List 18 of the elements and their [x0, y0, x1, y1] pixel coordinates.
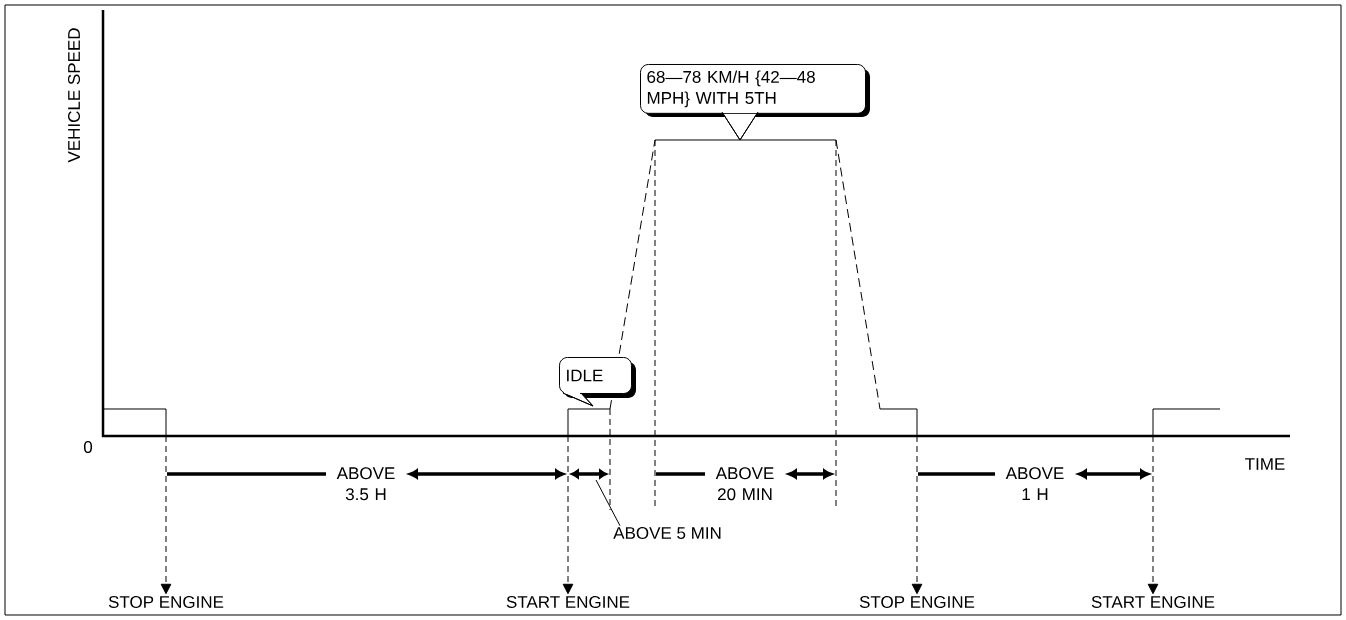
- dimension-label: ABOVE 3.5 H: [328, 464, 404, 504]
- dimension-label: ABOVE 1 H: [997, 464, 1073, 504]
- leader-line: [595, 479, 621, 527]
- arrow: [160, 435, 172, 595]
- axis-label: 0: [83, 440, 93, 453]
- note-label: ABOVE 5 MIN: [613, 526, 721, 539]
- event-label: STOP ENGINE: [108, 595, 224, 608]
- event-label: START ENGINE: [1091, 595, 1215, 608]
- callout-bubble: IDLE: [559, 357, 636, 407]
- arrow: [1147, 435, 1159, 595]
- axis-label: VEHICLE SPEED: [68, 28, 81, 163]
- arrow: [562, 435, 574, 595]
- axis-label: TIME: [1245, 458, 1285, 470]
- callout-bubble: 68—78 KM/H {42—48 MPH} WITH 5TH: [640, 64, 870, 141]
- dimension-label: ABOVE 20 MIN: [707, 464, 783, 504]
- event-label: STOP ENGINE: [859, 595, 975, 608]
- arrow: [911, 435, 923, 595]
- event-label: START ENGINE: [506, 595, 630, 608]
